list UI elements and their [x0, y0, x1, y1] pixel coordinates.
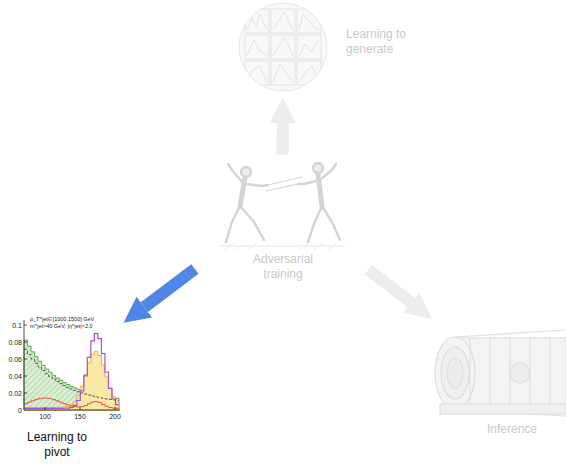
artwork-part	[440, 404, 566, 414]
artwork-part	[241, 167, 251, 177]
artwork-part	[246, 184, 268, 186]
artwork-part	[247, 66, 267, 82]
sample-mosaic	[239, 3, 327, 91]
chart-annotation: p_T^jet∈[1000,1500] GeV	[30, 317, 94, 323]
axis-tick-label: 100	[39, 413, 51, 420]
node-label: Learning to pivot	[20, 430, 94, 460]
axis-tick-label: 0.04	[8, 373, 22, 380]
topic-node: Inference	[430, 320, 566, 420]
node-label: Learning to generate	[346, 27, 424, 57]
axis-tick-label: 0.08	[8, 339, 22, 346]
block-arrow	[277, 123, 289, 155]
axis-tick-label: 0.06	[8, 356, 22, 363]
artwork-part	[247, 14, 267, 30]
axis-tick-label: 0	[18, 407, 22, 414]
detector-illustration	[435, 330, 566, 416]
node-label: Inference	[476, 422, 548, 437]
artwork-part	[228, 164, 243, 183]
block-arrow	[144, 269, 195, 307]
histogram-line	[24, 398, 119, 408]
artwork-part	[273, 38, 293, 56]
artwork-part	[245, 61, 269, 85]
artwork-part	[273, 64, 293, 82]
artwork-part	[245, 9, 269, 33]
block-arrow	[368, 269, 411, 302]
artwork-part	[220, 245, 345, 246]
artwork-part	[297, 9, 321, 33]
artwork-part	[308, 206, 322, 242]
artwork-part	[510, 363, 530, 383]
topic-node: Adversarial training	[215, 158, 350, 248]
histogram-line	[24, 334, 119, 409]
chart-axes	[24, 320, 120, 410]
artwork-part	[299, 40, 319, 56]
axis-tick-label: 0.1	[12, 322, 22, 329]
axis-ticks	[24, 325, 115, 410]
artwork-part	[322, 206, 340, 240]
artwork-part	[297, 61, 321, 85]
histogram-fill	[24, 340, 119, 410]
artwork-part	[447, 358, 463, 388]
topic-node: Learning to generate	[238, 3, 328, 91]
artwork-part	[455, 330, 566, 416]
artwork-part	[297, 35, 321, 59]
axis-tick-label: 200	[109, 413, 121, 420]
artwork-part	[435, 337, 475, 409]
artwork-part	[247, 40, 267, 56]
artwork-part	[320, 164, 336, 180]
artwork-part	[298, 181, 316, 184]
artwork-part	[239, 3, 327, 91]
artwork-part	[299, 15, 319, 30]
axis-tick-label: 0.02	[8, 390, 22, 397]
axis-tick-label: 150	[74, 413, 86, 420]
artwork-part	[224, 244, 336, 250]
artwork-part	[240, 206, 264, 240]
artwork-part	[299, 66, 319, 82]
artwork-part	[470, 338, 550, 408]
artwork-part	[273, 12, 293, 30]
node-label: Adversarial training	[246, 252, 320, 282]
artwork-part	[226, 206, 240, 242]
artwork-part	[245, 35, 269, 59]
chart-annotation: m^jet>40 GeV, |η^jet|<2.0	[30, 324, 93, 330]
artwork-part	[266, 184, 298, 191]
artwork-part	[271, 61, 295, 85]
artwork-part	[271, 9, 295, 33]
histogram-line	[24, 349, 119, 400]
histogram-chart	[24, 320, 120, 410]
fencers-illustration	[220, 163, 345, 250]
artwork-part	[441, 347, 469, 399]
artwork-part	[271, 35, 295, 59]
histogram-hatch	[24, 340, 119, 410]
